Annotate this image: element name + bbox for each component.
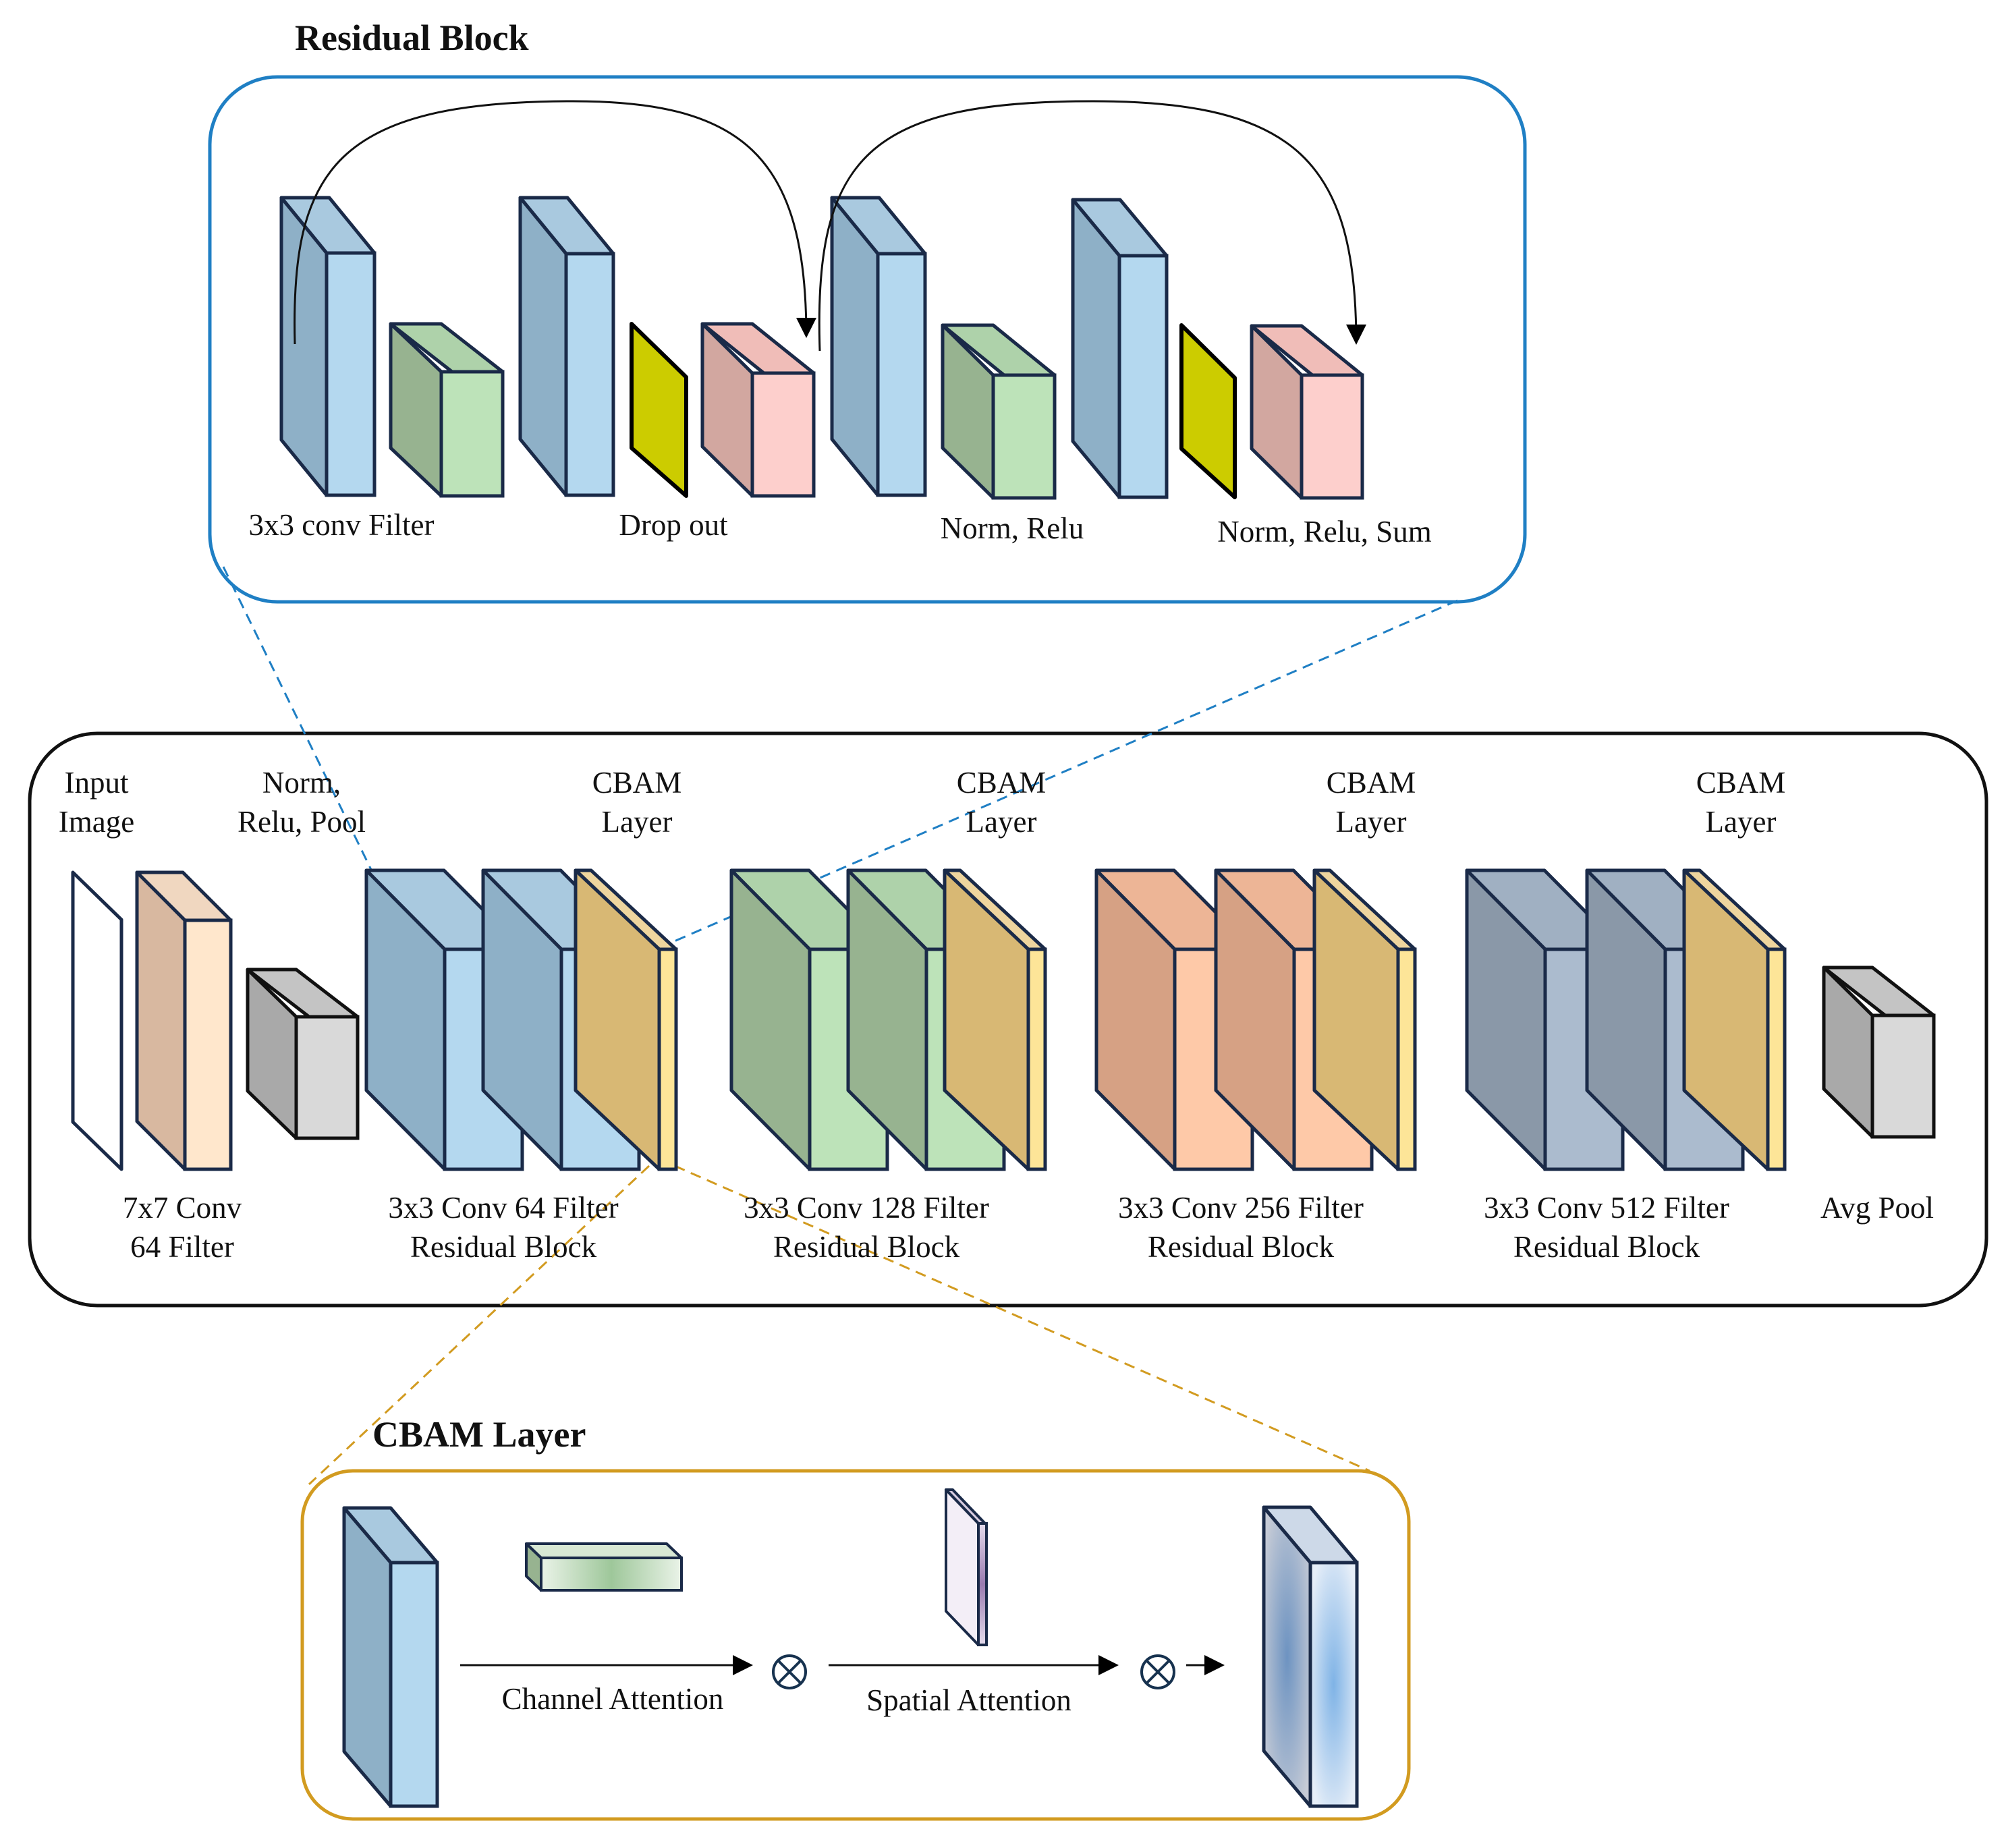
spatial-attention-label: Spatial Attention bbox=[866, 1683, 1071, 1717]
skip-connection-arrow-1 bbox=[294, 100, 816, 345]
cbam-label-stage3-line1: CBAM bbox=[1327, 766, 1416, 800]
channel-attention-label: Channel Attention bbox=[502, 1682, 724, 1716]
multiply-icon-1 bbox=[772, 1654, 807, 1689]
cbam-label-stage4-line1: CBAM bbox=[1696, 766, 1786, 800]
res-label-norm-relu: Norm, Relu bbox=[941, 511, 1084, 545]
res-conv-block-1 bbox=[279, 196, 377, 497]
res-conv-block-4 bbox=[1071, 198, 1169, 499]
stage3-label-line2: Residual Block bbox=[1148, 1230, 1335, 1264]
cbam-layer-title: CBAM Layer bbox=[372, 1414, 586, 1455]
stage2-label-line2: Residual Block bbox=[773, 1230, 960, 1264]
res-conv-block-2 bbox=[518, 196, 615, 497]
main-network-frame bbox=[28, 731, 1988, 1308]
stage4-label-line2: Residual Block bbox=[1513, 1230, 1700, 1264]
norm-relu-pool-label-line2: Relu, Pool bbox=[238, 805, 366, 839]
pool-block bbox=[246, 968, 360, 1140]
res-label-conv-filter: 3x3 conv Filter bbox=[249, 508, 435, 542]
skip-connection-arrow-2 bbox=[818, 100, 1366, 352]
cbam-top-labels: CBAM Layer CBAM Layer CBAM Layer CBAM La… bbox=[592, 766, 1786, 839]
connector-cbam-right bbox=[674, 1165, 1370, 1472]
cbam-label-stage2-line2: Layer bbox=[966, 805, 1037, 839]
input-image-plane bbox=[71, 870, 123, 1171]
stage1-residual-blocks bbox=[364, 868, 678, 1171]
res-norm-relu-block-2 bbox=[941, 323, 1057, 500]
multiply-icon-2 bbox=[1140, 1654, 1175, 1689]
connector-residual-left bbox=[222, 566, 374, 874]
stage4-residual-blocks bbox=[1465, 868, 1787, 1171]
cbam-label-stage3-line2: Layer bbox=[1336, 805, 1407, 839]
cbam-label-stage1-line1: CBAM bbox=[592, 766, 682, 800]
conv7-block bbox=[135, 870, 233, 1171]
avg-pool-label: Avg Pool bbox=[1820, 1191, 1934, 1225]
channel-attention-map bbox=[525, 1542, 683, 1592]
stage3-block-a bbox=[1094, 868, 1254, 1171]
res-norm-relu-block-1 bbox=[389, 322, 505, 498]
stage3-label-line1: 3x3 Conv 256 Filter bbox=[1118, 1191, 1364, 1225]
stage1-label-line2: Residual Block bbox=[410, 1230, 597, 1264]
res-label-norm-relu-sum: Norm, Relu, Sum bbox=[1217, 515, 1432, 549]
stage4-label-line1: 3x3 Conv 512 Filter bbox=[1484, 1191, 1729, 1225]
cbam-label-stage1-line2: Layer bbox=[602, 805, 673, 839]
cbam-label-stage2-line1: CBAM bbox=[957, 766, 1047, 800]
stage2-label-line1: 3x3 Conv 128 Filter bbox=[744, 1191, 989, 1225]
cbam-label-stage4-line2: Layer bbox=[1706, 805, 1777, 839]
cbam-refined-feature bbox=[1262, 1505, 1359, 1808]
stage4-cbam-slab bbox=[1682, 868, 1787, 1171]
cbam-layer-frame bbox=[300, 1469, 1411, 1821]
stage1-cbam-slab bbox=[574, 868, 678, 1171]
norm-relu-pool-label-line1: Norm, bbox=[262, 766, 341, 800]
stage3-cbam-slab bbox=[1312, 868, 1417, 1171]
spatial-attention-map bbox=[945, 1488, 988, 1646]
stage3-residual-blocks bbox=[1094, 868, 1417, 1171]
stage2-cbam-slab bbox=[943, 868, 1047, 1171]
stage2-residual-blocks bbox=[729, 868, 1047, 1171]
stage1-label-line1: 3x3 Conv 64 Filter bbox=[388, 1191, 618, 1225]
cbam-input-feature bbox=[342, 1506, 439, 1808]
res-sum-block-1 bbox=[700, 322, 816, 498]
residual-block-layers bbox=[279, 196, 1364, 500]
connector-cbam-left bbox=[308, 1165, 650, 1486]
res-label-drop-out: Drop out bbox=[619, 508, 728, 542]
residual-block-frame bbox=[208, 75, 1527, 604]
res-conv-block-3 bbox=[830, 196, 927, 497]
residual-block-title: Residual Block bbox=[295, 18, 529, 58]
res-sum-block-2 bbox=[1250, 324, 1364, 500]
conv7-label-line2: 64 Filter bbox=[130, 1230, 234, 1264]
conv7-label-line1: 7x7 Conv bbox=[123, 1191, 242, 1225]
res-dropout-1 bbox=[630, 322, 688, 498]
input-image-label-line2: Image bbox=[59, 805, 134, 839]
res-dropout-2 bbox=[1179, 323, 1237, 499]
input-image-label-line1: Input bbox=[65, 766, 129, 800]
avg-pool-block bbox=[1822, 965, 1936, 1139]
